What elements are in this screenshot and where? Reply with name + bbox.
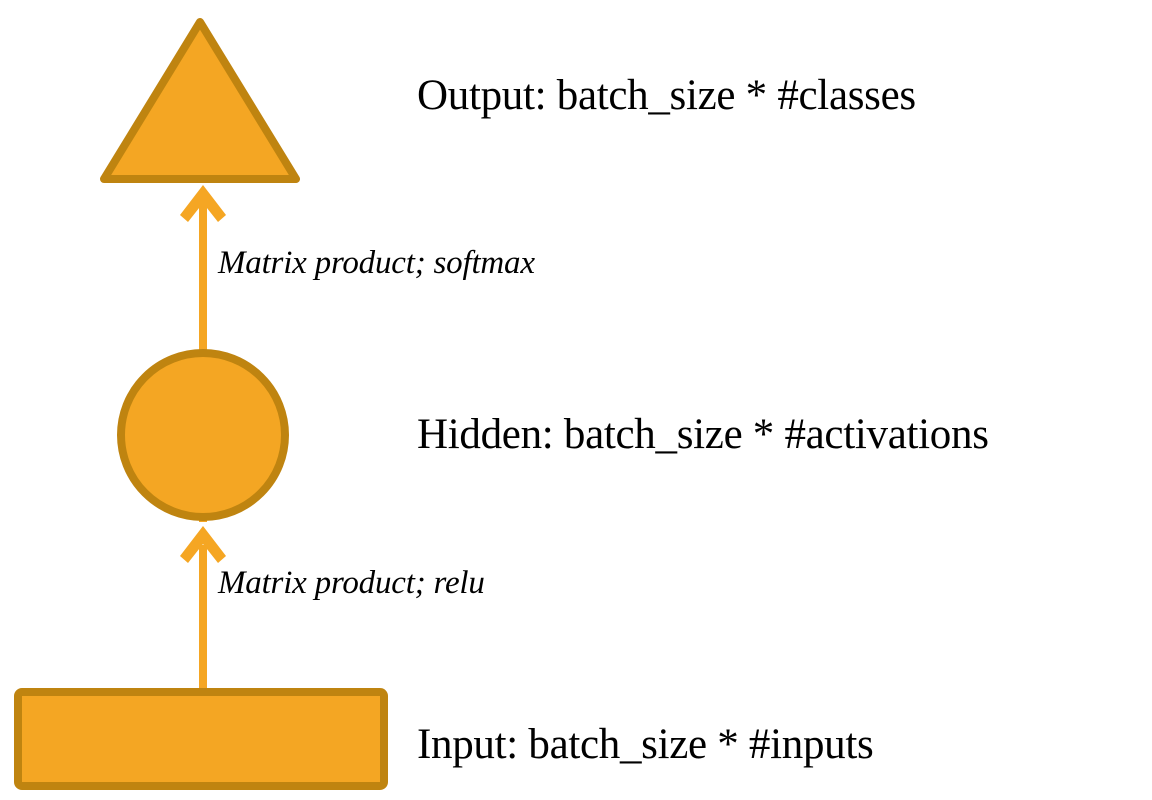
hidden-node-label: Hidden: batch_size * #activations <box>417 411 989 458</box>
edge-hidden-to-output-label: Matrix product; softmax <box>218 245 535 281</box>
output-node-triangle[interactable] <box>100 18 300 183</box>
edge-input-to-hidden-shaft <box>199 545 207 691</box>
hidden-node-circle[interactable] <box>117 349 289 521</box>
edge-hidden-to-output-head <box>180 185 226 222</box>
input-node-rectangle[interactable] <box>14 688 388 790</box>
output-node-label: Output: batch_size * #classes <box>417 72 916 119</box>
edge-input-to-hidden-arrow[interactable] <box>180 526 226 691</box>
edge-input-to-hidden-label: Matrix product; relu <box>218 565 485 601</box>
input-node-label: Input: batch_size * #inputs <box>417 721 874 768</box>
edge-input-to-hidden-head <box>180 526 226 563</box>
